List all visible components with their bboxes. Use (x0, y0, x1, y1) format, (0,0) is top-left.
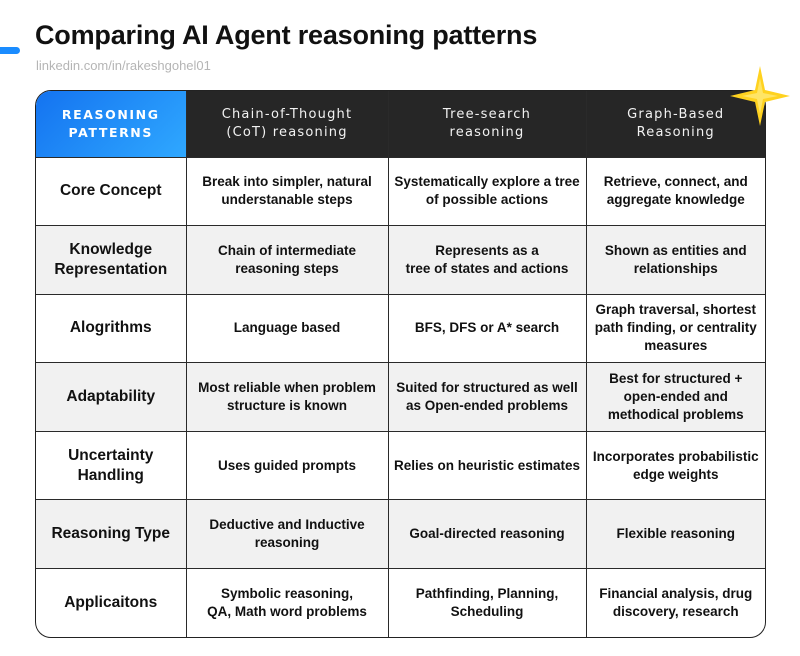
row-header: Reasoning Type (36, 499, 187, 569)
accent-bar (0, 47, 20, 54)
table-cell: Pathfinding, Planning,Scheduling (388, 568, 587, 637)
column-header-label: Chain-of-Thought(CoT) reasoning (221, 106, 353, 140)
cell-text: Symbolic reasoning,QA, Math word problem… (207, 585, 367, 619)
cell-text: BFS, DFS or A* search (414, 320, 560, 336)
table-cell: Relies on heuristic estimates (388, 431, 587, 501)
table-cell: Uses guided prompts (186, 431, 389, 501)
table-row-core-concept: Core Concept Break into simpler, natural… (36, 157, 765, 227)
cell-text: Relies on heuristic estimates (393, 457, 581, 473)
cell-text: Uses guided prompts (217, 457, 357, 473)
table-row-algorithms: Alogrithms Language based BFS, DFS or A*… (36, 294, 765, 364)
cell-text: Goal-directed reasoning (409, 526, 565, 542)
column-header-cot: Chain-of-Thought(CoT) reasoning (186, 91, 389, 158)
row-header-label: Core Concept (59, 182, 162, 200)
cell-text: Pathfinding, Planning,Scheduling (415, 585, 559, 619)
row-header: Alogrithms (36, 294, 187, 364)
table-cell: Goal-directed reasoning (388, 499, 587, 569)
cell-text: Language based (233, 320, 341, 336)
table-cell: Language based (186, 294, 389, 364)
row-header-label: Reasoning Type (51, 525, 171, 543)
page-title: Comparing AI Agent reasoning patterns (35, 20, 538, 50)
row-header: Adaptability (36, 362, 187, 432)
sparkle-star-icon (730, 66, 790, 126)
cell-text: Flexible reasoning (616, 526, 736, 542)
author-link: linkedin.com/in/rakeshgohel01 (36, 58, 211, 73)
table-cell: Flexible reasoning (586, 499, 765, 569)
table-row-applications: Applicaitons Symbolic reasoning,QA, Math… (36, 568, 765, 637)
table-cell: Symbolic reasoning,QA, Math word problem… (186, 568, 389, 637)
row-header-label: Alogrithms (69, 319, 152, 337)
row-header-label: Applicaitons (64, 593, 158, 611)
row-header-label: Adaptability (66, 387, 156, 405)
row-header: Applicaitons (36, 568, 187, 637)
table-cell: BFS, DFS or A* search (388, 294, 587, 364)
row-header: Core Concept (36, 157, 187, 227)
